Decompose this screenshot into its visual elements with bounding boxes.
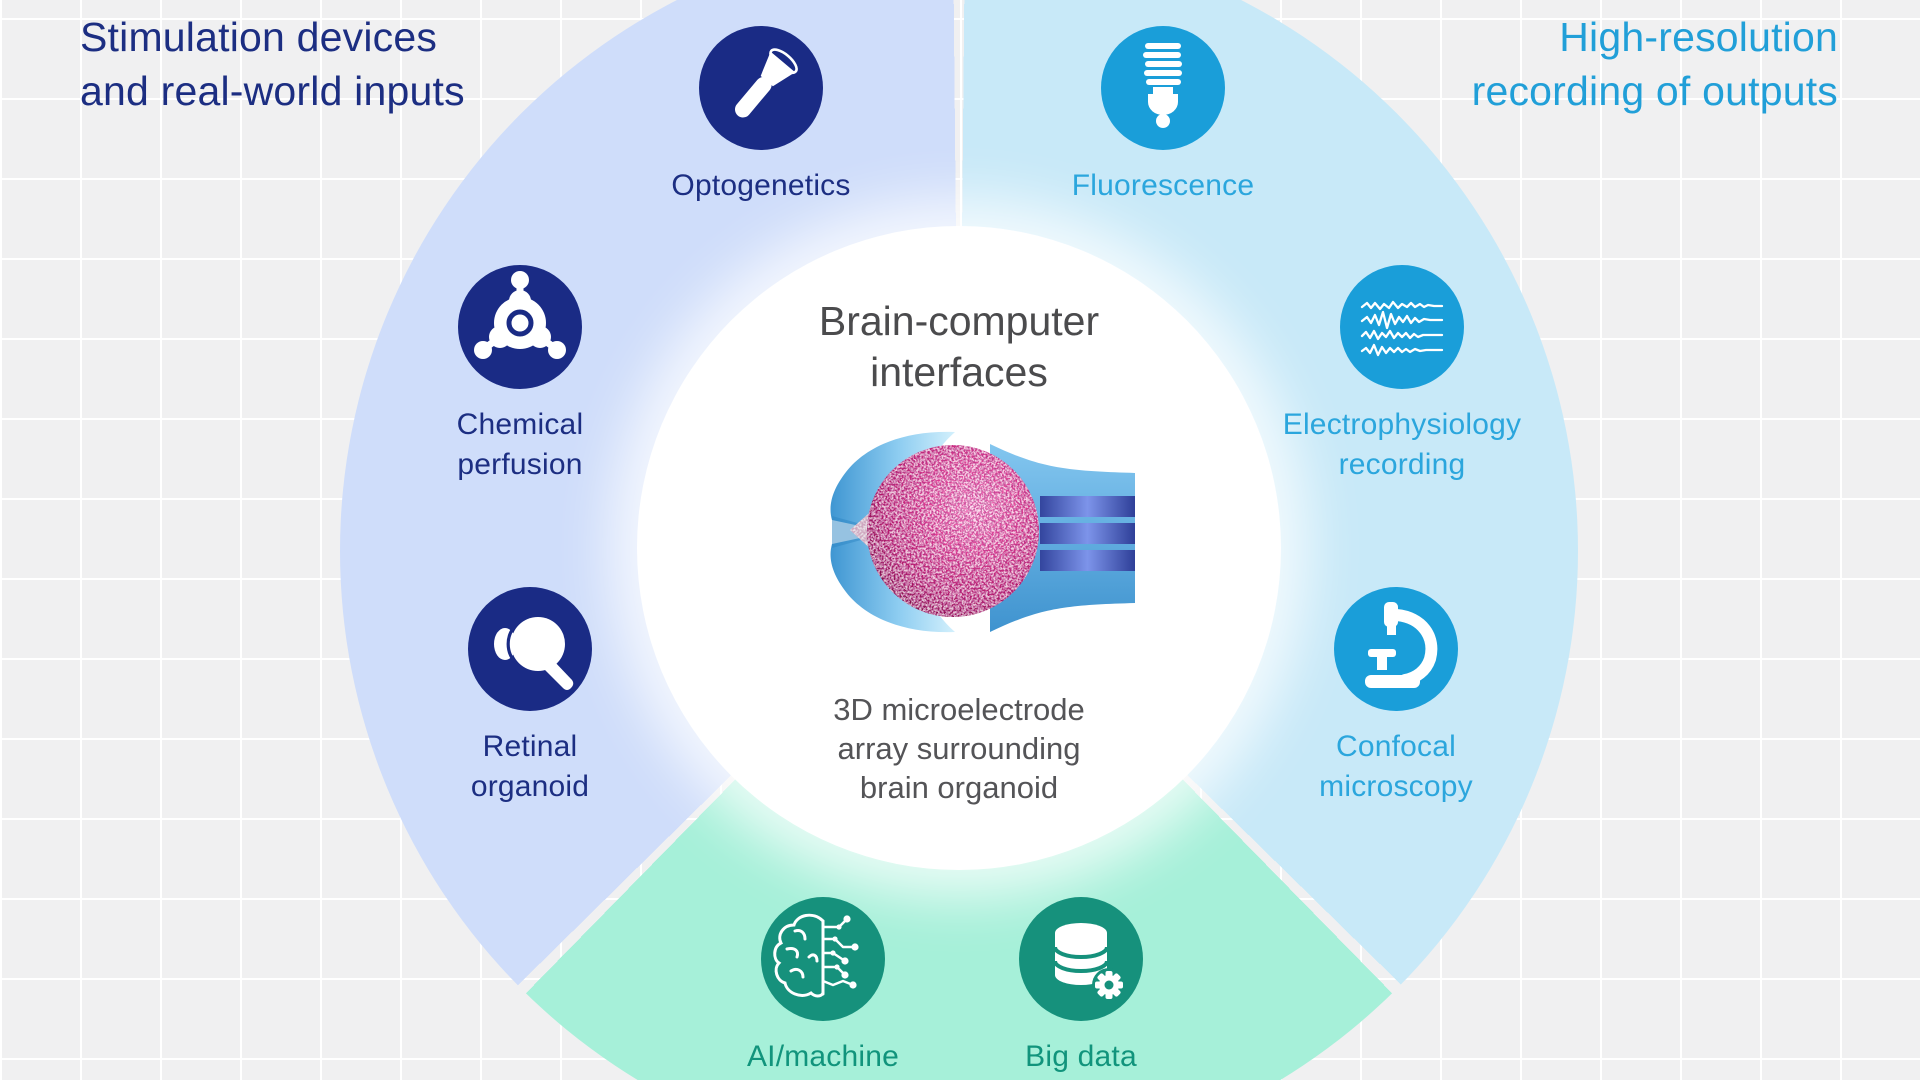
- stimulation-section-title: Stimulation devices and real-world input…: [80, 10, 465, 118]
- label-line: Big data: [1025, 1040, 1137, 1073]
- brain-organoid-illustration: [830, 431, 1135, 633]
- node-fluorescence: Fluorescence: [1003, 26, 1323, 206]
- node-confocal-microscopy: Confocal microscopy: [1236, 587, 1556, 807]
- label-line: organoid: [470, 770, 590, 803]
- label-line: Confocal: [1335, 730, 1456, 763]
- flashlight-icon: [699, 26, 823, 150]
- stimulation-title-line2: and real-world inputs: [80, 68, 465, 114]
- center-caption: 3D microelectrode array surrounding brai…: [759, 690, 1159, 807]
- label-line: Chemical: [456, 408, 584, 441]
- label-line: AI/machine: [746, 1040, 900, 1073]
- node-big-data: Big data: [921, 897, 1241, 1077]
- recording-section-title: High-resolution recording of outputs: [1472, 10, 1838, 118]
- node-electrophysiology: Electrophysiology recording: [1242, 265, 1562, 485]
- node-label-fluorescence: Fluorescence: [1003, 166, 1323, 206]
- molecule-icon: [458, 265, 582, 389]
- label-line: perfusion: [457, 448, 583, 481]
- node-label-electrophysiology: Electrophysiology recording: [1242, 405, 1562, 485]
- node-optogenetics: Optogenetics: [601, 26, 921, 206]
- node-label-retinal-organoid: Retinal organoid: [370, 727, 690, 807]
- center-title: Brain-computer interfaces: [709, 296, 1209, 398]
- node-label-big-data: Big data: [921, 1037, 1241, 1077]
- node-chemical-perfusion: Chemical perfusion: [360, 265, 680, 485]
- node-label-ai-machine: AI/machine: [663, 1037, 983, 1077]
- caption-line2: array surrounding: [837, 731, 1081, 766]
- center-title-line1: Brain-computer: [818, 298, 1100, 344]
- database-gear-icon: [1019, 897, 1143, 1021]
- label-line: Retinal: [482, 730, 578, 763]
- node-label-chemical-perfusion: Chemical perfusion: [360, 405, 680, 485]
- eye-icon: [468, 587, 592, 711]
- node-retinal-organoid: Retinal organoid: [370, 587, 690, 807]
- label-line: Electrophysiology: [1282, 408, 1522, 441]
- label-line: Fluorescence: [1071, 169, 1255, 202]
- node-ai-machine: AI/machine: [663, 897, 983, 1077]
- brain-circuit-icon: [761, 897, 885, 1021]
- microscope-icon: [1334, 587, 1458, 711]
- label-line: Optogenetics: [671, 169, 851, 202]
- recording-title-line2: recording of outputs: [1471, 68, 1838, 114]
- caption-line1: 3D microelectrode: [833, 692, 1085, 727]
- recording-title-line1: High-resolution: [1559, 14, 1838, 60]
- stimulation-title-line1: Stimulation devices: [80, 14, 438, 60]
- cfl-bulb-icon: [1101, 26, 1225, 150]
- center-title-line2: interfaces: [870, 349, 1048, 395]
- label-line: microscopy: [1319, 770, 1473, 803]
- waveform-icon: [1340, 265, 1464, 389]
- label-line: recording: [1338, 448, 1466, 481]
- node-label-confocal-microscopy: Confocal microscopy: [1236, 727, 1556, 807]
- node-label-optogenetics: Optogenetics: [601, 166, 921, 206]
- caption-line3: brain organoid: [859, 770, 1059, 805]
